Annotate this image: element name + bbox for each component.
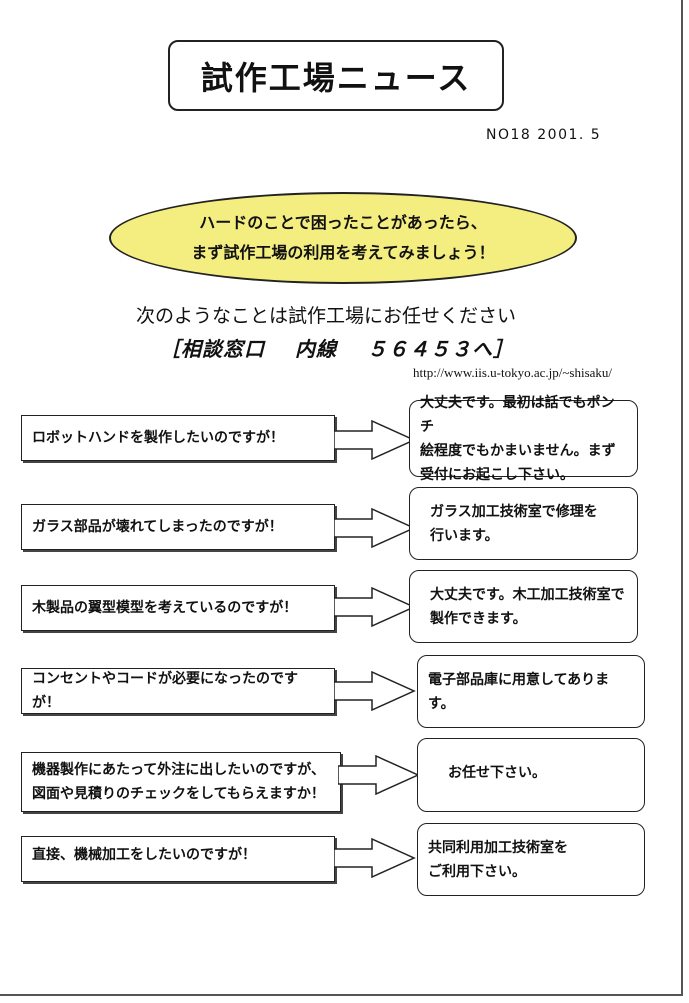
answer-text: 大丈夫です。最初は話でもポンチ 絵程度でもかまいません。まず 受付にお起こし下さ… — [420, 394, 616, 483]
arrow-right-icon — [334, 838, 416, 878]
website-url[interactable]: http://www.iis.u-tokyo.ac.jp/~shisaku/ — [413, 365, 613, 380]
answer-text: 電子部品庫に用意してあります。 — [428, 671, 610, 712]
answer-box: 大丈夫です。木工加工技術室で 製作できます。 ガラス加工技術室で修理を 行います… — [409, 487, 638, 560]
question-text: ガラス部品が壊れてしまったのですが！ — [32, 519, 283, 535]
question-box: 木製品の翼型模型を考えているのですが！ — [21, 585, 335, 631]
answer-box: 電子部品庫に用意してあります。 — [417, 655, 645, 728]
contact-extension-label: 内線 — [295, 337, 337, 361]
contact-line: ［相談窓口 内線 ５６４５３へ］ — [160, 333, 514, 362]
newsletter-title: 試作工場ニュース — [200, 58, 472, 97]
question-box: 機器製作にあたって外注に出したいのですが、 図面や見積りのチェックをしてもらえま… — [21, 752, 341, 812]
question-text: 機器製作にあたって外注に出したいのですが、 図面や見積りのチェックをしてもらえま… — [32, 762, 326, 802]
question-text: コンセントやコードが必要になったのですが！ — [32, 671, 298, 711]
question-box: ロボットハンドを製作したいのですが！ — [21, 415, 335, 461]
banner-line-1: ハードのことで困ったことがあったら、 — [199, 213, 487, 232]
arrow-right-icon — [334, 420, 416, 460]
arrow-right-icon — [334, 587, 416, 627]
title-box: 試作工場ニュース — [168, 40, 504, 111]
question-box: コンセントやコードが必要になったのですが！ — [21, 668, 335, 714]
answer-box: 共同利用加工技術室を ご利用下さい。 — [417, 823, 645, 896]
contact-open: ［相談窓口 — [160, 337, 265, 361]
question-box: 直接、機械加工をしたいのですが！ — [21, 836, 335, 882]
banner-ellipse: ハードのことで困ったことがあったら、 まず試作工場の利用を考えてみましょう！ — [109, 192, 577, 284]
answer-text: 共同利用加工技術室を ご利用下さい。 — [428, 839, 568, 880]
question-text: ロボットハンドを製作したいのですが！ — [32, 430, 284, 446]
banner-line-2: まず試作工場の利用を考えてみましょう！ — [191, 243, 495, 262]
question-text: 木製品の翼型模型を考えているのですが！ — [32, 600, 298, 616]
question-box: ガラス部品が壊れてしまったのですが！ — [21, 504, 335, 550]
answer-box: 大丈夫です。最初は話でもポンチ 絵程度でもかまいません。まず 受付にお起こし下さ… — [409, 395, 638, 483]
arrow-right-icon — [338, 755, 420, 795]
arrow-right-icon — [334, 671, 416, 711]
answer-text: 大丈夫です。木工加工技術室で 製作できます。 — [430, 586, 625, 627]
answer-text: お任せ下さい。 — [448, 765, 546, 781]
contact-number: ５６４５３へ］ — [367, 337, 514, 361]
question-text: 直接、機械加工をしたいのですが！ — [32, 847, 256, 863]
arrow-right-icon — [334, 508, 416, 548]
answer-box: お任せ下さい。 — [417, 738, 645, 812]
answer-text: ガラス加工技術室で修理を 行います。 — [430, 503, 598, 544]
answer-box: 大丈夫です。木工加工技術室で 製作できます。 — [409, 570, 638, 643]
issue-number: NO18 2001. 5 — [486, 127, 602, 143]
lead-text: 次のようなことは試作工場にお任せください — [136, 305, 517, 327]
